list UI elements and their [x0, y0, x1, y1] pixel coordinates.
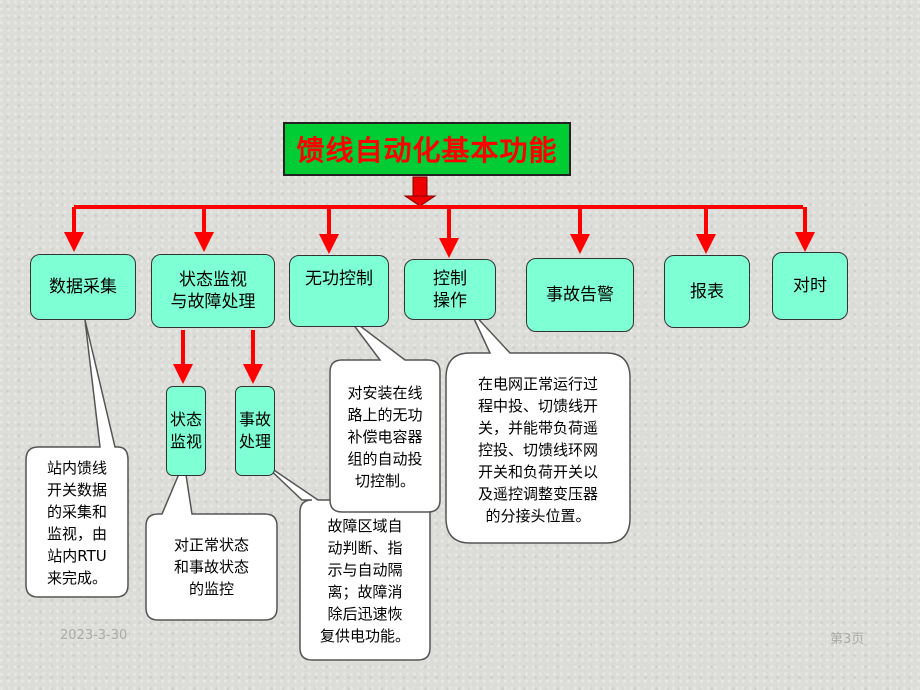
note-state-monitor: 对正常状态 和事故状态 的监控: [173, 536, 249, 598]
sub-function-fault-handling: 事故 处理: [235, 386, 275, 476]
function-label: 数据采集: [49, 277, 117, 297]
note-control-operation: 在电网正常运行过 程中投、切馈线开 关，并能带负荷遥 控投、切馈线环网 开关和负…: [477, 375, 598, 525]
function-reactive-control: 无功控制: [289, 255, 389, 327]
function-label: 事故告警: [546, 285, 614, 305]
function-label: 状态监视 与故障处理: [170, 270, 256, 312]
function-label: 报表: [690, 281, 724, 302]
function-control-operation: 控制 操作: [404, 259, 496, 320]
note-data-acquisition: 站内馈线 开关数据 的采集和 监视，由 站内RTU 来完成。: [46, 458, 107, 587]
footer-date: 2023-3-30: [60, 628, 128, 643]
function-data-acquisition: 数据采集: [30, 254, 136, 320]
function-label: 无功控制: [305, 269, 373, 289]
title-stem-arrow: [412, 176, 428, 198]
footer-page-number: 第3页: [830, 632, 865, 647]
callout-reactive-control: [329, 315, 441, 513]
function-label: 对时: [793, 276, 827, 296]
callout-state-monitor: [145, 459, 278, 621]
function-report: 报表: [664, 255, 750, 328]
diagram-title: 馈线自动化基本功能: [283, 122, 571, 176]
sub-function-label: 状态 监视: [169, 410, 202, 451]
sub-function-state-monitor: 状态 监视: [166, 386, 206, 476]
note-fault-handling: 故障区域自 动判断、指 示与自动隔 离；故障消 除后迅速恢 复供电功能。: [319, 517, 410, 645]
function-time-sync: 对时: [772, 252, 848, 320]
note-reactive-control: 对安装在线 路上的无功 补偿电容器 组的自动投 切控制。: [347, 384, 423, 490]
function-accident-alarm: 事故告警: [526, 258, 634, 332]
function-state-monitoring: 状态监视 与故障处理: [151, 254, 275, 328]
function-label: 控制 操作: [433, 268, 467, 311]
sub-function-label: 事故 处理: [238, 410, 271, 451]
callout-data-acquisition: [25, 319, 129, 598]
callout-control-operation: [445, 309, 631, 544]
title-stem-arrowhead: [403, 195, 437, 207]
